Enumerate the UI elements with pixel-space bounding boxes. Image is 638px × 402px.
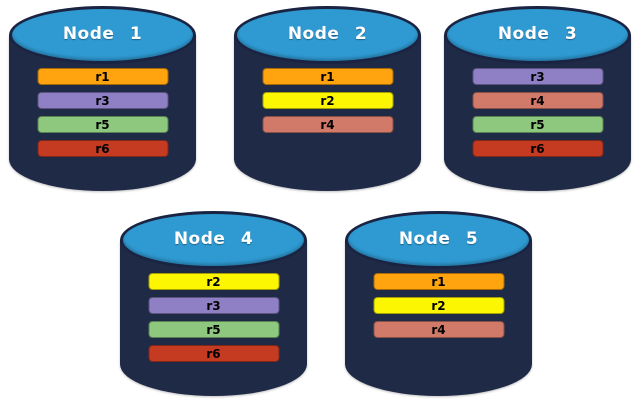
database-node-5: Node 5 r1 r2 r4 bbox=[345, 211, 532, 398]
node-label: Node 3 bbox=[497, 24, 578, 44]
replica-bar: r4 bbox=[262, 116, 393, 133]
replica-bar: r5 bbox=[148, 321, 279, 338]
replica-bar: r2 bbox=[262, 92, 393, 109]
replica-bar: r1 bbox=[262, 68, 393, 85]
replica-bar: r4 bbox=[373, 321, 504, 338]
replica-bar: r5 bbox=[472, 116, 603, 133]
replica-bar: r6 bbox=[472, 140, 603, 157]
replica-bar: r1 bbox=[373, 273, 504, 290]
replica-bar: r2 bbox=[148, 273, 279, 290]
node-label: Node 1 bbox=[62, 24, 143, 44]
replica-list: r2 r3 r5 r6 bbox=[148, 273, 279, 362]
replica-bar: r3 bbox=[148, 297, 279, 314]
replica-list: r3 r4 r5 r6 bbox=[472, 68, 603, 157]
replica-bar: r3 bbox=[472, 68, 603, 85]
node-label: Node 4 bbox=[173, 229, 254, 249]
replica-bar: r6 bbox=[37, 140, 168, 157]
cylinder-top: Node 3 bbox=[444, 6, 631, 64]
database-node-2: Node 2 r1 r2 r4 bbox=[234, 6, 421, 193]
replica-bar: r2 bbox=[373, 297, 504, 314]
replica-bar: r6 bbox=[148, 345, 279, 362]
cylinder-top: Node 5 bbox=[345, 211, 532, 269]
replica-bar: r5 bbox=[37, 116, 168, 133]
node-label: Node 5 bbox=[398, 229, 479, 249]
replica-bar: r1 bbox=[37, 68, 168, 85]
replica-list: r1 r2 r4 bbox=[262, 68, 393, 133]
database-node-1: Node 1 r1 r3 r5 r6 bbox=[9, 6, 196, 193]
node-label: Node 2 bbox=[287, 24, 368, 44]
replica-list: r1 r3 r5 r6 bbox=[37, 68, 168, 157]
database-node-4: Node 4 r2 r3 r5 r6 bbox=[120, 211, 307, 398]
replica-bar: r3 bbox=[37, 92, 168, 109]
cylinder-top: Node 1 bbox=[9, 6, 196, 64]
replica-list: r1 r2 r4 bbox=[373, 273, 504, 338]
cylinder-top: Node 2 bbox=[234, 6, 421, 64]
replica-bar: r4 bbox=[472, 92, 603, 109]
database-node-3: Node 3 r3 r4 r5 r6 bbox=[444, 6, 631, 193]
cylinder-top: Node 4 bbox=[120, 211, 307, 269]
